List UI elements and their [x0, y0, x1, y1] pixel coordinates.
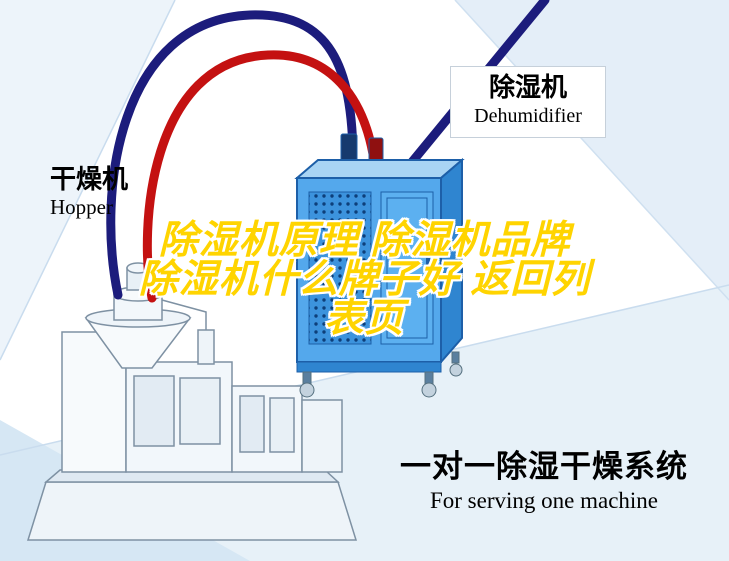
hopper-label-en: Hopper: [50, 195, 113, 219]
dehumidifier-label-en: Dehumidifier: [474, 105, 582, 127]
pipe-red-arch: [142, 50, 378, 303]
overlay-title-line3: 表页: [324, 297, 405, 340]
overlay-title: 除湿机原理 除湿机品牌 除湿机什么牌子好 返回列 表页: [0, 221, 729, 338]
dehumidifier-machine: [294, 133, 465, 398]
dehumidifier-label: 除湿机 Dehumidifier: [450, 66, 606, 138]
overlay-title-line1: 除湿机原理 除湿机品牌: [158, 219, 571, 262]
system-caption: 一对一除湿干燥系统 For serving one machine: [389, 448, 699, 516]
system-caption-cn: 一对一除湿干燥系统: [400, 449, 688, 484]
hopper-label-cn: 干燥机: [50, 164, 129, 194]
system-caption-en: For serving one machine: [429, 488, 659, 513]
dehumidifier-label-cn: 除湿机: [488, 72, 567, 102]
hopper-machine: [26, 262, 358, 541]
hopper-label: 干燥机 Hopper: [50, 164, 128, 220]
pipe-navy-arch: [106, 10, 358, 300]
overlay-title-line2: 除湿机什么牌子好 返回列: [138, 258, 591, 301]
